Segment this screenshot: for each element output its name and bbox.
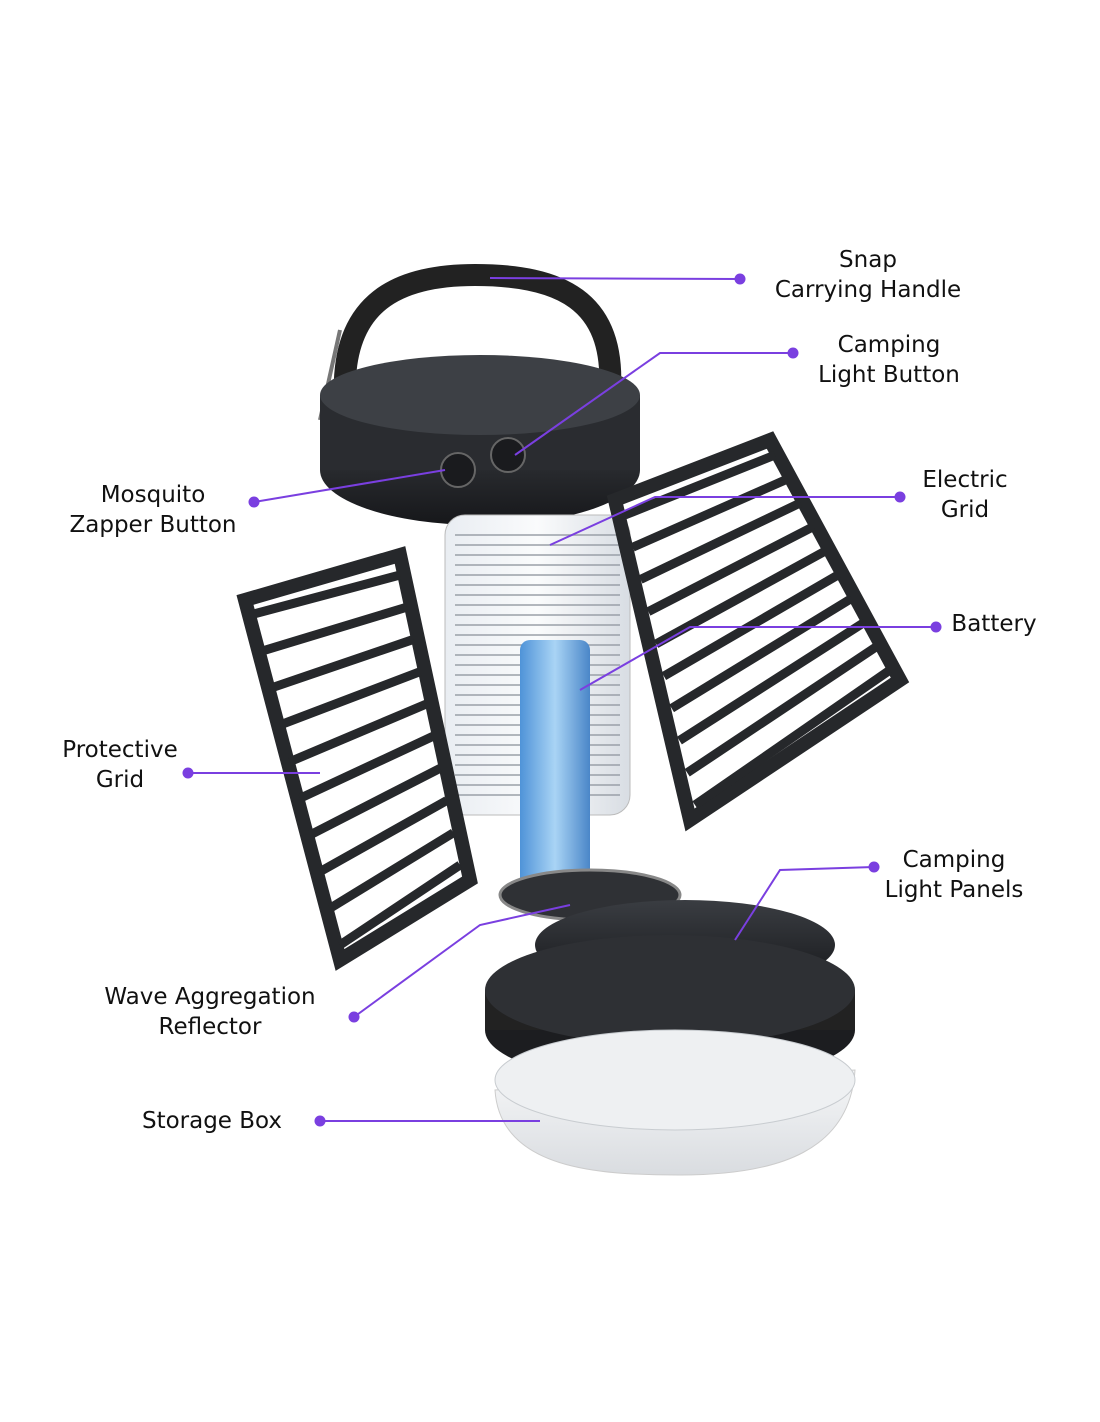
cage-bar: [317, 796, 449, 876]
label-line: Electric: [922, 467, 1008, 493]
label-line: Grid: [940, 497, 990, 523]
label-line: Reflector: [158, 1014, 262, 1040]
left-protective-grid: [236, 546, 478, 971]
cage-bar: [677, 618, 867, 745]
right-protective-grid: [606, 431, 910, 832]
label-battery: Battery: [951, 609, 1036, 639]
callout-line: [489, 277, 741, 280]
label-light-panels: Camping Light Panels: [885, 845, 1024, 905]
cage-bar: [248, 570, 402, 620]
callout-line: [579, 626, 936, 691]
cage-bar: [692, 666, 893, 809]
label-storage-box: Storage Box: [142, 1106, 282, 1136]
label-line: Snap: [839, 247, 897, 273]
callout-dot: [348, 1011, 360, 1023]
label-line: Wave Aggregation: [104, 984, 316, 1010]
label-reflector: Wave Aggregation Reflector: [104, 982, 315, 1042]
label-zapper-button: Mosquito Zapper Button: [69, 480, 236, 540]
cage-bar: [661, 570, 842, 681]
callout-lines: [182, 273, 942, 1127]
light-button: [490, 437, 526, 473]
cage-bar: [258, 602, 408, 656]
cage-bar: [684, 642, 880, 777]
callout-dot: [182, 767, 194, 779]
cage-bar: [278, 667, 422, 730]
callout-line: [549, 496, 900, 546]
cage-bar: [298, 732, 436, 803]
electric-grid-core: [444, 514, 631, 900]
top-cap: [320, 355, 640, 525]
label-line: Carrying Handle: [774, 277, 962, 303]
cage-bar: [307, 764, 443, 840]
label-line: Zapper Button: [69, 512, 237, 538]
cage-bar: [669, 594, 855, 713]
callout-dot: [930, 621, 942, 633]
label-carrying-handle: Snap Carrying Handle: [775, 245, 961, 305]
zapper-button: [440, 452, 476, 488]
callout-dot: [787, 347, 799, 359]
cage-bar: [288, 699, 429, 766]
label-line: Protective: [62, 737, 178, 763]
callout-dot: [894, 491, 906, 503]
callout-dot: [248, 496, 260, 508]
callout-dot: [734, 273, 746, 285]
storage-box: [494, 1029, 856, 1176]
cage-bar: [638, 498, 803, 584]
callout-line: [514, 352, 793, 456]
label-line: Camping: [902, 847, 1006, 873]
cage-bar: [646, 522, 816, 616]
callout-line: [353, 904, 571, 1018]
cage-bar: [327, 828, 456, 913]
label-line: Grid: [95, 767, 145, 793]
label-line: Camping: [837, 332, 941, 358]
label-line: Mosquito: [100, 482, 206, 508]
battery: [520, 640, 590, 900]
label-electric-grid: Electric Grid: [922, 465, 1007, 525]
cage-bar: [268, 635, 415, 693]
callout-dot: [868, 861, 880, 873]
cage-bar: [630, 474, 790, 552]
label-line: Light Button: [818, 362, 960, 388]
callout-line: [734, 866, 875, 941]
label-line: Storage Box: [141, 1108, 283, 1134]
cage-bar: [623, 450, 777, 520]
label-protective-grid: Protective Grid: [62, 735, 177, 795]
callout-dot: [314, 1115, 326, 1127]
label-line: Battery: [951, 611, 1037, 637]
cage-bar: [337, 861, 463, 949]
cage-bar: [653, 546, 829, 648]
callout-line: [253, 469, 446, 503]
label-light-button: Camping Light Button: [818, 330, 960, 390]
label-line: Light Panels: [884, 877, 1024, 903]
